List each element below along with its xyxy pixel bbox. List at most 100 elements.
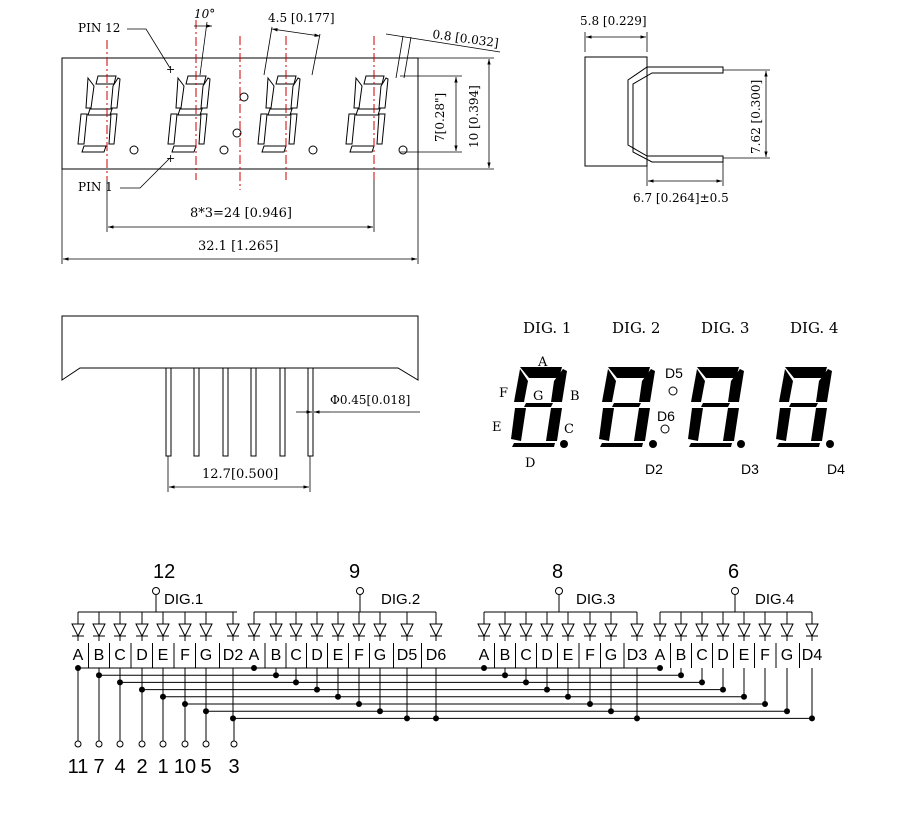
dp-label-d4: D4	[827, 461, 845, 477]
digits-view: DIG. 1 DIG. 2 DIG. 3 DIG. 4 A B C D E F …	[492, 319, 845, 477]
diode-4-6	[758, 623, 772, 638]
segment-label: D3	[627, 647, 648, 664]
segment-label: F	[180, 647, 190, 664]
pin-terminal	[230, 740, 238, 748]
junction-dot	[565, 693, 571, 700]
junction-dot	[377, 708, 383, 715]
segment-label: D6	[426, 647, 447, 664]
junction-dot	[335, 693, 341, 700]
segment-label: D	[311, 647, 323, 664]
pin1-leader	[120, 157, 171, 189]
front-view: PIN 12 + PIN 1 + 10° 4.5 [0.177] 0.8 [0.…	[61, 7, 501, 264]
diode-4-5	[737, 623, 751, 638]
seg-label-d: D	[525, 456, 535, 471]
segment-label: B	[94, 647, 105, 664]
dp-2	[649, 440, 657, 448]
digit-1	[511, 367, 567, 447]
segment-label: E	[333, 647, 344, 664]
diode-2-4	[310, 623, 324, 638]
junction-dot	[809, 715, 815, 722]
segment-label: E	[158, 647, 169, 664]
dig4-label: DIG. 4	[790, 319, 838, 337]
digit-width-label: 4.5 [0.177]	[268, 11, 335, 25]
overall-width-label: 32.1 [1.265]	[198, 239, 278, 254]
junction-dot	[634, 715, 640, 722]
junction-dot	[314, 686, 320, 693]
bottom-body	[61, 315, 419, 381]
dp-4	[826, 440, 834, 448]
diode-2-2	[269, 623, 283, 638]
colon-label-d5: D5	[665, 365, 683, 381]
diode-4-2	[674, 623, 688, 638]
digit-2	[599, 367, 655, 447]
junction-dot	[587, 701, 593, 707]
pin-terminal	[181, 740, 189, 748]
seg-label-f: F	[499, 386, 508, 401]
diode-2-6	[352, 623, 366, 638]
front-digit-3	[257, 75, 301, 153]
diode-4-3	[695, 623, 709, 638]
junction-dot	[481, 665, 487, 671]
junction-dot	[741, 693, 747, 700]
pin-terminal	[202, 740, 210, 748]
segment-label: A	[73, 647, 84, 664]
bottom-pin-label: 11	[68, 756, 89, 778]
segment-label: D	[136, 647, 148, 664]
side-pins	[627, 66, 724, 163]
seg-label-e: E	[492, 420, 502, 435]
common-pin-12: 12	[153, 561, 175, 583]
schem-dig2-label: DIG.2	[381, 591, 420, 608]
bottom-pins	[165, 367, 314, 457]
segment-label: G	[605, 647, 617, 664]
pin-terminal	[116, 740, 124, 748]
segment-label: G	[374, 647, 386, 664]
segment-width-ext-left	[395, 35, 404, 79]
junction-dot	[356, 701, 362, 707]
diode-2-7	[373, 623, 387, 638]
bottom-pin-label: 5	[200, 756, 211, 778]
dp-1	[560, 440, 568, 448]
segment-label: E	[739, 647, 750, 664]
front-dp-4	[398, 145, 408, 155]
diode-1-7	[199, 623, 213, 638]
junction-dot	[699, 679, 705, 686]
junction-dot	[608, 708, 614, 715]
junction-dot	[230, 715, 236, 722]
diode-2-1	[247, 623, 261, 638]
pin12-leader	[127, 28, 171, 69]
segment-label: D4	[802, 647, 823, 664]
segment-label: C	[520, 647, 532, 664]
segment-label: G	[200, 647, 212, 664]
front-dp-3	[308, 145, 318, 155]
junction-dot	[657, 665, 663, 671]
digit-height-label: 7[0.28"]	[433, 93, 447, 142]
common-terminal-2	[356, 587, 364, 595]
pin12-marker: +	[166, 63, 175, 76]
bottom-pin-label: 3	[228, 756, 239, 778]
diode-1-8	[226, 623, 240, 638]
digit-4	[776, 367, 832, 447]
common-pin-8: 8	[552, 561, 563, 583]
dp-label-d2: D2	[645, 461, 663, 477]
diode-3-2	[498, 623, 512, 638]
segment-label: E	[563, 647, 574, 664]
junction-dot	[678, 672, 684, 679]
seg-label-g: G	[533, 389, 543, 404]
diode-3-6	[583, 623, 597, 638]
dp-label-d3: D3	[741, 461, 759, 477]
colon-upper	[668, 386, 678, 396]
diode-1-4	[135, 623, 149, 638]
junction-dot	[762, 701, 768, 707]
segment-width-leader	[385, 33, 501, 53]
digit-width-dim	[271, 28, 321, 37]
diode-2-8	[400, 623, 414, 638]
pin1-marker: +	[166, 152, 175, 165]
side-view: 5.8 [0.229] 7.62 [0.300] 6.7 [0.264]±0.5	[580, 14, 770, 205]
segment-label: A	[249, 647, 260, 664]
seg-label-c: C	[564, 422, 574, 437]
diode-1-5	[156, 623, 170, 638]
segment-label: C	[290, 647, 302, 664]
diode-3-7	[604, 623, 618, 638]
front-digit-1	[77, 75, 121, 153]
